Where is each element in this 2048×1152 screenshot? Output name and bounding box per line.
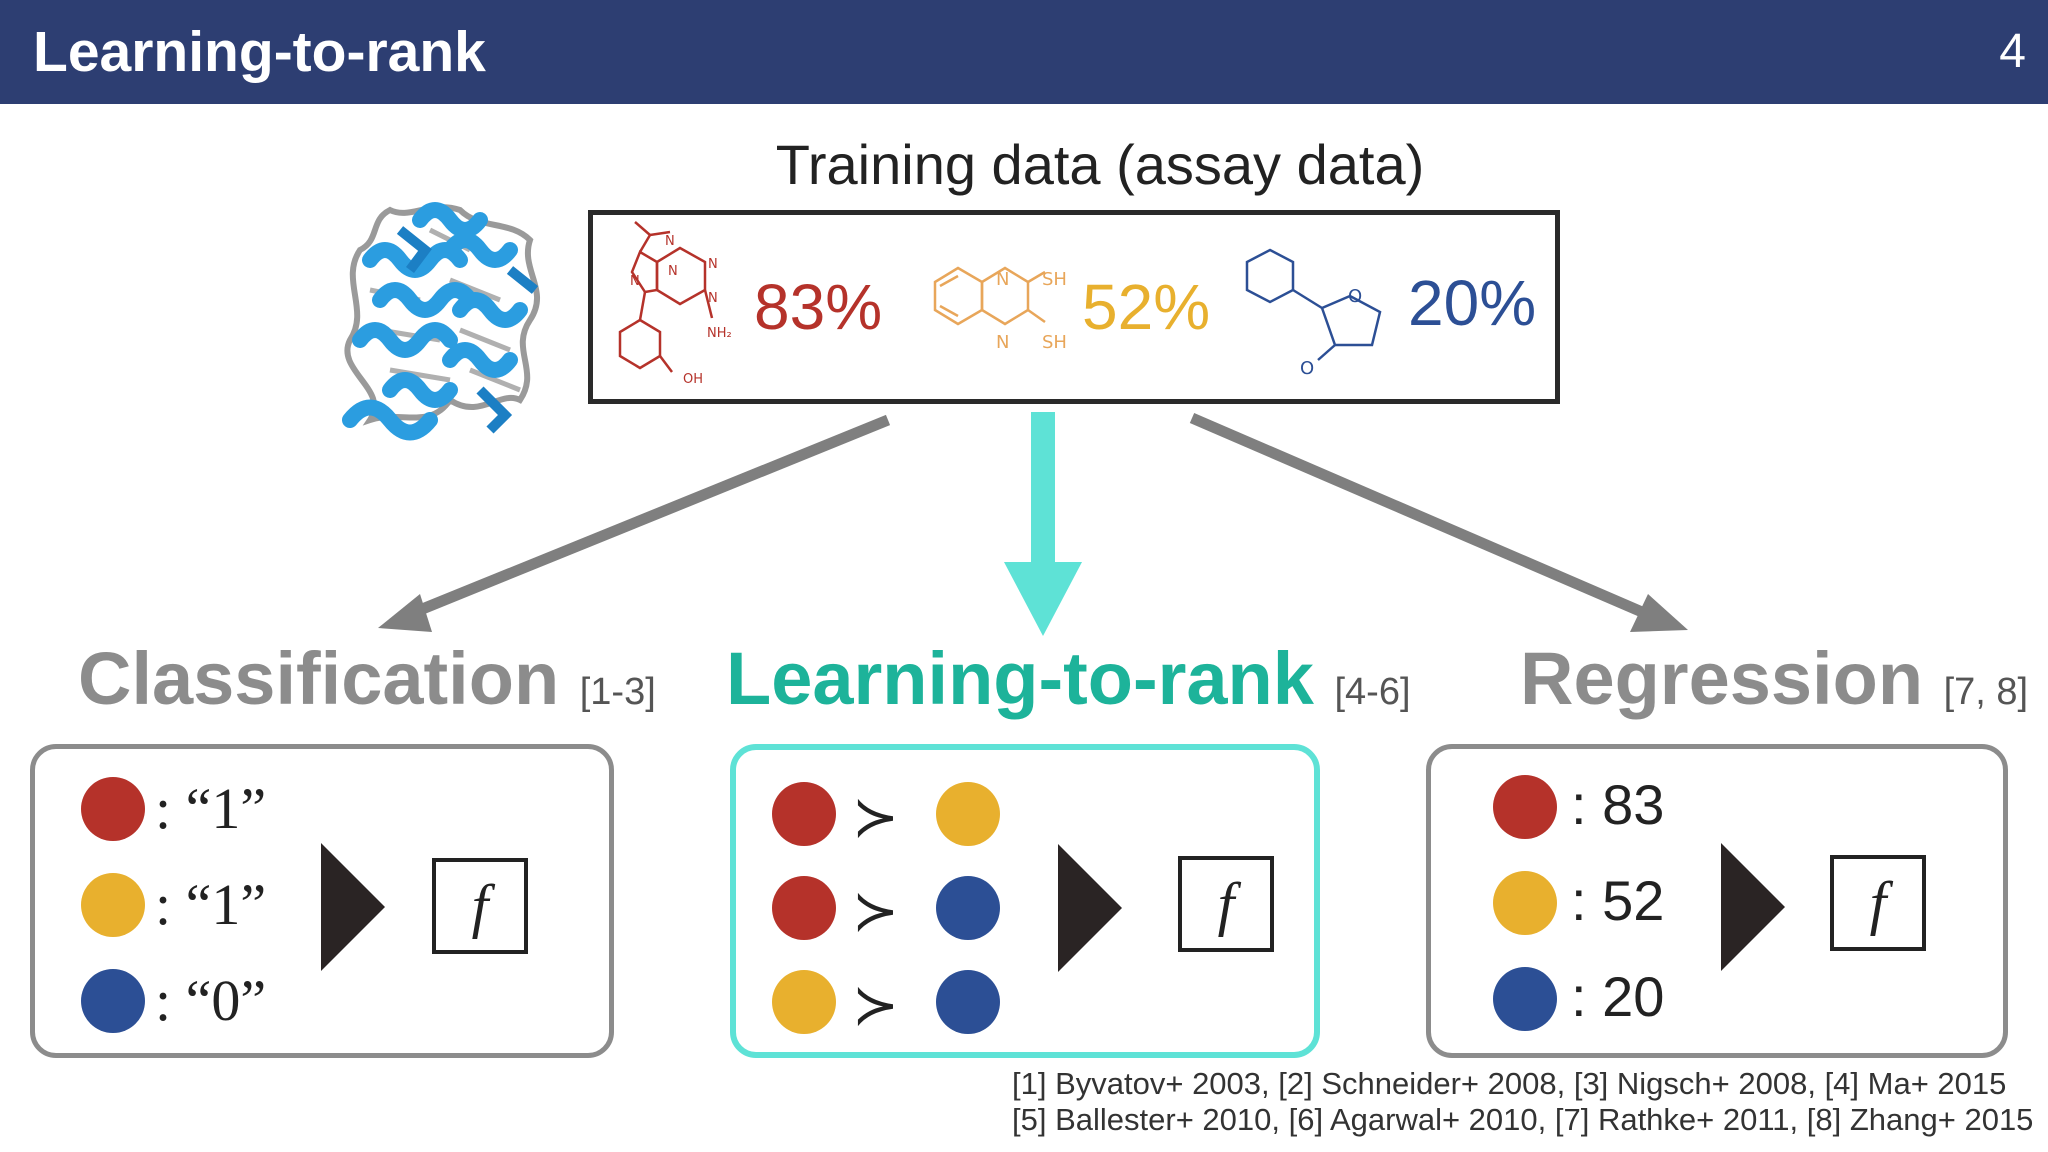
slide-title: Learning-to-rank (33, 20, 486, 84)
arrow-head-classification (378, 594, 432, 632)
red-dot (772, 876, 836, 940)
function-box: f (432, 858, 528, 954)
blue-dot (1493, 967, 1557, 1031)
method-name: Classification (78, 637, 560, 720)
method-ranking-heading: Learning-to-rank [4-6] (726, 634, 1411, 737)
arrow-head-ranking (1004, 562, 1082, 636)
method-citation: [1-3] (579, 671, 656, 713)
compound-3-activity: 20% (1408, 267, 1537, 339)
red-dot (81, 777, 145, 841)
function-box: f (1178, 856, 1274, 952)
regression-panel: : 83 : 52 : 20 f (1426, 744, 2008, 1058)
class-label: : “1” (155, 872, 267, 937)
references: [1] Byvatov+ 2003, [2] Schneider+ 2008, … (1012, 1066, 2033, 1138)
blue-dot (81, 969, 145, 1033)
play-arrow-icon (321, 843, 385, 971)
succeeds-symbol: ≻ (852, 879, 899, 944)
page-number: 4 (1999, 25, 2026, 78)
yellow-dot (772, 970, 836, 1034)
arrow-to-ranking-shaft (1031, 412, 1055, 570)
reference-line: [5] Ballester+ 2010, [6] Agarwal+ 2010, … (1012, 1102, 2034, 1137)
blue-dot (936, 970, 1000, 1034)
red-dot (772, 782, 836, 846)
slide-header: Learning-to-rank 4 (0, 0, 2048, 104)
yellow-dot (81, 873, 145, 937)
arrow-to-classification (412, 414, 891, 618)
function-box: f (1830, 855, 1926, 951)
yellow-dot (1493, 871, 1557, 935)
compound-1-activity: 83% (754, 271, 883, 343)
play-arrow-icon (1721, 843, 1785, 971)
succeeds-symbol: ≻ (852, 973, 899, 1038)
method-classification-heading: Classification [1-3] (78, 634, 656, 737)
reference-line: [1] Byvatov+ 2003, [2] Schneider+ 2008, … (1012, 1066, 2007, 1101)
ranking-panel: ≻ ≻ ≻ f (730, 744, 1320, 1058)
method-citation: [4-6] (1334, 671, 1411, 713)
regression-label: : 83 (1571, 773, 1665, 836)
compound-2-activity: 52% (1082, 271, 1211, 343)
yellow-dot (936, 782, 1000, 846)
succeeds-symbol: ≻ (852, 785, 899, 850)
training-data-title: Training data (assay data) (775, 133, 1425, 196)
method-name: Learning-to-rank (726, 637, 1314, 720)
method-regression-heading: Regression [7, 8] (1520, 634, 2028, 737)
classification-panel: : “1” : “1” : “0” f (30, 744, 614, 1058)
blue-dot (936, 876, 1000, 940)
method-citation: [7, 8] (1943, 671, 2029, 713)
regression-label: : 52 (1571, 869, 1665, 932)
red-dot (1493, 775, 1557, 839)
training-data-box (588, 210, 1560, 404)
arrow-to-regression (1189, 412, 1645, 618)
class-label: : “1” (155, 776, 267, 841)
method-name: Regression (1520, 637, 1924, 720)
regression-label: : 20 (1571, 965, 1665, 1028)
play-arrow-icon (1058, 844, 1122, 972)
arrow-head-regression (1630, 594, 1688, 632)
class-label: : “0” (155, 968, 267, 1033)
